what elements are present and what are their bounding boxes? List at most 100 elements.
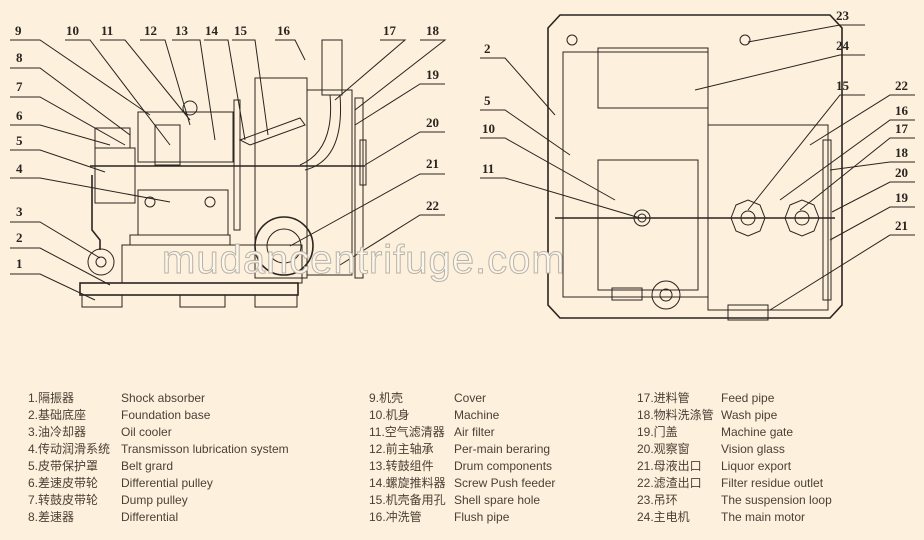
legend-en: Filter residue outlet (721, 476, 824, 490)
legend-en: Differential pulley (121, 476, 213, 490)
legend-en: Differential (121, 510, 179, 524)
legend-item: 20.观察窗 Vision glass (637, 441, 832, 458)
legend-cn: 16.冲洗管 (369, 510, 422, 524)
callout-17: 17 (383, 23, 397, 38)
legend-en: Transmisson lubrication system (121, 442, 289, 456)
front-view-drawing (547, 14, 843, 321)
callout-11: 11 (101, 23, 113, 38)
legend-en: Shell spare hole (454, 493, 541, 507)
legend-en: Flush pipe (454, 510, 510, 524)
legend-cn: 8.差速器 (28, 510, 75, 524)
callout-22: 22 (895, 78, 908, 93)
legend-cn: 12.前主轴承 (369, 442, 434, 456)
legend-cn: 15.机壳备用孔 (369, 493, 446, 507)
legend-item: 3.油冷却器 Oil cooler (28, 424, 289, 441)
callout-19: 19 (426, 67, 440, 82)
legend-column-3: 17.进料管 Feed pipe 18.物料洗涤管 Wash pipe 19.门盖 M… (637, 390, 832, 526)
legend-item: 12.前主轴承 Per-main beraring (369, 441, 555, 458)
legend-en: Belt grard (121, 459, 174, 473)
legend-cn: 24.主电机 (637, 510, 690, 524)
callout-17: 17 (895, 121, 909, 136)
callout-21: 21 (895, 218, 908, 233)
callout-19: 19 (895, 190, 909, 205)
legend-cn: 6.差速皮带轮 (28, 476, 99, 490)
legend-item: 1.隔振器 Shock absorber (28, 390, 289, 407)
legend-cn: 5.皮带保护罩 (28, 459, 99, 473)
callout-6: 6 (16, 108, 23, 123)
legend-en: Oil cooler (121, 425, 172, 439)
side-view-callouts: 9 10 11 12 13 14 15 16 17 18 8 7 6 5 4 3… (15, 23, 440, 271)
callout-21: 21 (426, 156, 439, 171)
callout-14: 14 (205, 23, 219, 38)
watermark: mudancentrifuge.com (162, 238, 566, 282)
legend-item: 21.母液出口 Liquor export (637, 458, 832, 475)
legend-en: Per-main beraring (454, 442, 551, 456)
legend-cn: 1.隔振器 (28, 391, 75, 405)
legend-cn: 23.吊环 (637, 493, 678, 507)
legend-item: 6.差速皮带轮 Differential pulley (28, 475, 289, 492)
legend-cn: 14.螺旋推料器 (369, 476, 446, 490)
callout-16: 16 (895, 103, 909, 118)
legend-en: Liquor export (721, 459, 792, 473)
front-view-callouts: 2 5 10 11 23 24 15 22 16 17 18 20 19 21 (482, 8, 909, 233)
legend-item: 8.差速器 Differential (28, 509, 289, 526)
legend-item: 14.螺旋推料器 Screw Push feeder (369, 475, 555, 492)
legend-en: Machine gate (721, 425, 794, 439)
legend-cn: 21.母液出口 (637, 459, 702, 473)
callout-2: 2 (484, 41, 491, 56)
legend-item: 15.机壳备用孔 Shell spare hole (369, 492, 555, 509)
legend-cn: 4.传动润滑系统 (28, 442, 111, 456)
callout-13: 13 (175, 23, 189, 38)
legend-item: 16.冲洗管 Flush pipe (369, 509, 555, 526)
callout-11: 11 (482, 161, 494, 176)
callout-3: 3 (16, 204, 23, 219)
callout-16: 16 (277, 23, 291, 38)
legend-en: Wash pipe (721, 408, 778, 422)
legend-cn: 3.油冷却器 (28, 425, 87, 439)
callout-15: 15 (836, 78, 850, 93)
callout-1: 1 (16, 256, 23, 271)
legend-cn: 19.门盖 (637, 425, 678, 439)
legend-cn: 11.空气滤清器 (369, 425, 445, 439)
legend-item: 11.空气滤清器 Air filter (369, 424, 555, 441)
legend-en: Screw Push feeder (454, 476, 556, 490)
legend-cn: 13.转鼓组件 (369, 459, 434, 473)
legend-en: Air filter (454, 425, 495, 439)
callout-10: 10 (482, 121, 495, 136)
legend-en: Cover (454, 391, 487, 405)
callout-5: 5 (16, 133, 23, 148)
legend-cn: 9.机壳 (369, 391, 404, 405)
callout-12: 12 (144, 23, 157, 38)
legend-en: Feed pipe (721, 391, 775, 405)
legend-cn: 20.观察窗 (637, 442, 690, 456)
legend-cn: 7.转鼓皮带轮 (28, 493, 99, 507)
legend-item: 4.传动润滑系统 Transmisson lubrication system (28, 441, 289, 458)
legend-item: 5.皮带保护罩 Belt grard (28, 458, 289, 475)
callout-22: 22 (426, 198, 439, 213)
callout-20: 20 (426, 115, 439, 130)
drawings: 9 10 11 12 13 14 15 16 17 18 8 7 6 5 4 3… (10, 8, 915, 321)
legend-cn: 17.进料管 (637, 391, 690, 405)
callout-9: 9 (15, 23, 22, 38)
legend-item: 9.机壳 Cover (369, 390, 555, 407)
callout-5: 5 (484, 93, 491, 108)
callout-23: 23 (836, 8, 850, 23)
callout-10: 10 (66, 23, 79, 38)
callout-15: 15 (234, 23, 248, 38)
callout-18: 18 (426, 23, 440, 38)
front-view-leaders (480, 24, 915, 311)
legend-en: Vision glass (721, 442, 785, 456)
legend-en: Foundation base (121, 408, 211, 422)
legend-cn: 18.物料洗涤管 (637, 408, 714, 422)
callout-20: 20 (895, 165, 908, 180)
legend-item: 17.进料管 Feed pipe (637, 390, 832, 407)
callout-24: 24 (836, 38, 850, 53)
legend-en: Shock absorber (121, 391, 206, 405)
